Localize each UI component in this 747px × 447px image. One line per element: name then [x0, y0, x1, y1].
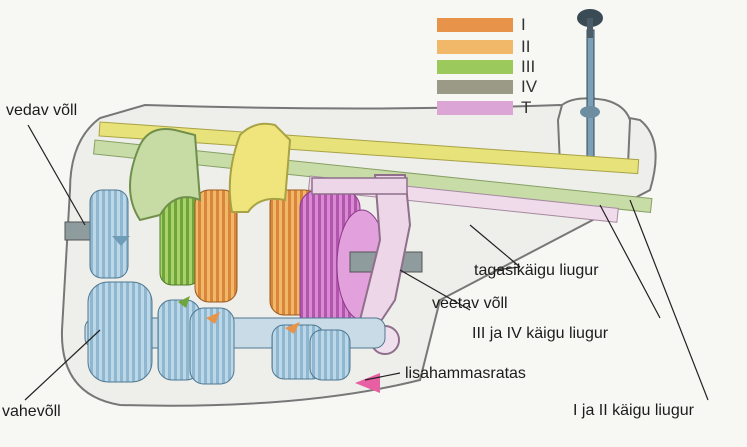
label-countershaft: vahevõll [2, 403, 61, 420]
legend-swatch-5 [437, 101, 513, 115]
shift-fork-1-2 [228, 122, 292, 213]
label-reverse-rail: tagasikäigu liugur [474, 262, 599, 279]
legend-label-3: III [521, 57, 536, 76]
counter-gear-a [87, 281, 153, 383]
legend-swatch-1 [437, 18, 513, 32]
counter-gear-c [189, 307, 235, 385]
leader-lines [24, 124, 709, 401]
label-input-shaft: vedav võll [6, 102, 78, 119]
gear-3 [159, 194, 201, 286]
legend-label-1: I [521, 15, 526, 34]
arrow-blue [112, 236, 130, 246]
legend-label-5: T [521, 98, 532, 117]
arrow-orange-2 [285, 322, 300, 334]
shift-fork-3-4 [129, 128, 202, 222]
label-rail-3-4: III ja IV käigu liugur [472, 325, 609, 342]
arrow-green [178, 296, 190, 308]
label-idler-gear: lisahammasratas [405, 365, 526, 382]
legend-swatch-4 [437, 80, 513, 94]
label-output-shaft: veetav võll [432, 295, 508, 312]
input-gear [89, 189, 129, 279]
legend-swatch-3 [437, 60, 513, 74]
shift-lever [577, 9, 603, 171]
counter-gear-e [309, 329, 351, 381]
label-rail-1-2: I ja II käigu liugur [573, 402, 694, 419]
legend-swatch-2 [437, 40, 513, 54]
gear-2 [194, 189, 238, 303]
arrow-orange-1 [206, 312, 220, 324]
reverse-fork-cap [311, 177, 408, 195]
legend-label-2: II [521, 37, 531, 56]
legend-label-4: IV [521, 77, 538, 96]
